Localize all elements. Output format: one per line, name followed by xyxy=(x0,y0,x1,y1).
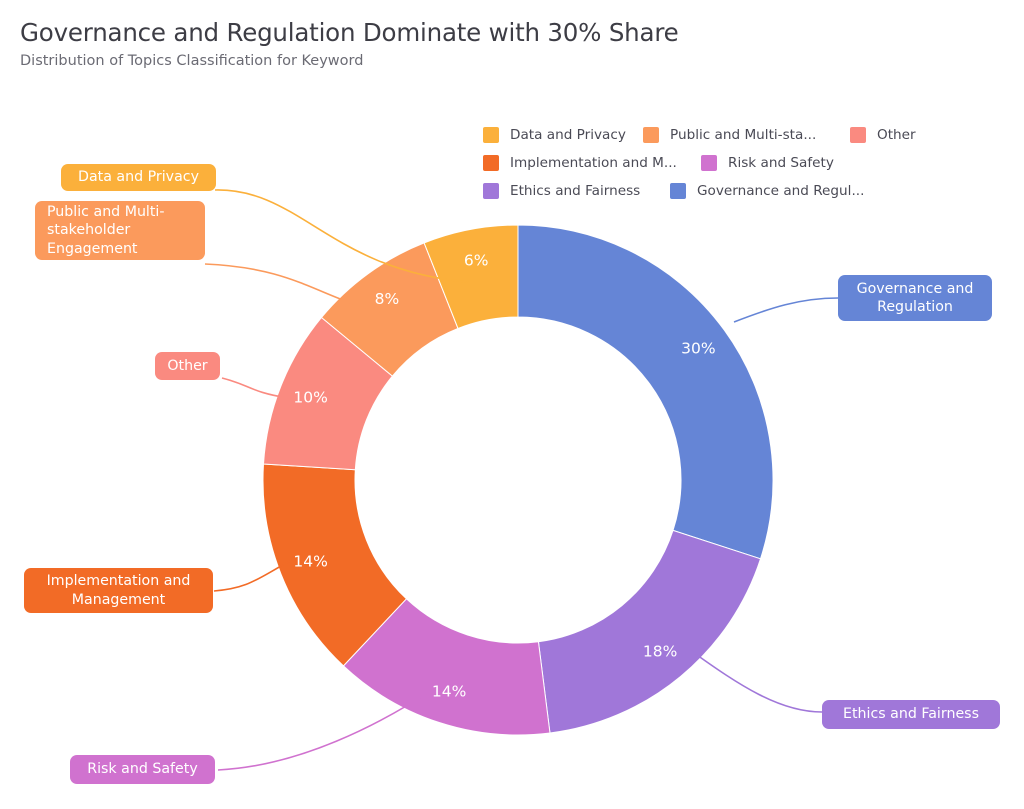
legend-item-label: Public and Multi-sta... xyxy=(670,127,817,143)
chart-subtitle: Distribution of Topics Classification fo… xyxy=(20,53,364,69)
legend-item-risk-and-safety[interactable]: Risk and Safety xyxy=(701,149,834,177)
callout-ethics-and-fairness[interactable]: Ethics and Fairness xyxy=(822,700,1000,729)
legend-item-label: Ethics and Fairness xyxy=(510,183,641,199)
slice-value-label: 14% xyxy=(293,553,327,571)
donut-slice[interactable] xyxy=(262,463,408,667)
legend-swatch-icon xyxy=(483,127,499,143)
donut-slice[interactable] xyxy=(262,316,394,471)
callout-label: Data and Privacy xyxy=(78,169,199,186)
donut-slice[interactable] xyxy=(342,598,551,736)
callout-governance-and-regulation[interactable]: Governance and Regulation xyxy=(838,275,992,321)
legend-swatch-icon xyxy=(483,183,499,199)
slice-value-label: 8% xyxy=(375,290,400,308)
legend-item-data-and-privacy[interactable]: Data and Privacy xyxy=(483,121,643,149)
leader-line-ethics-and-fairness xyxy=(689,649,823,713)
leader-line-governance-and-regulation xyxy=(733,297,839,323)
callout-implementation-and-management[interactable]: Implementation and Management xyxy=(24,568,213,613)
legend-swatch-icon xyxy=(850,127,866,143)
legend-item-ethics-and-fairness[interactable]: Ethics and Fairness xyxy=(483,177,670,205)
slice-value-label: 10% xyxy=(293,388,327,406)
donut-slice-values: 30% 18% 14% 14% 10% 8% 6% xyxy=(293,251,715,700)
chart-header: Governance and Regulation Dominate with … xyxy=(20,18,920,71)
legend-swatch-icon xyxy=(701,155,717,171)
leader-line-implementation-and-management xyxy=(213,559,293,592)
leader-line-data-and-privacy xyxy=(214,189,469,283)
legend-item-implementation-and-management[interactable]: Implementation and M... xyxy=(483,149,701,177)
slice-value-label: 18% xyxy=(643,642,677,660)
chart-title: Governance and Regulation Dominate with … xyxy=(20,18,679,47)
donut-slice[interactable] xyxy=(423,224,519,330)
legend-swatch-icon xyxy=(483,155,499,171)
legend-item-label: Risk and Safety xyxy=(728,155,834,171)
callout-data-and-privacy[interactable]: Data and Privacy xyxy=(61,164,216,191)
legend-item-label: Implementation and M... xyxy=(510,155,677,171)
legend-item-other[interactable]: Other xyxy=(850,121,916,149)
callout-label: Governance and Regulation xyxy=(856,280,974,316)
legend-row: Ethics and Fairness Governance and Regul… xyxy=(483,177,953,205)
slice-value-label: 14% xyxy=(432,683,466,701)
legend-row: Data and Privacy Public and Multi-sta...… xyxy=(483,121,953,149)
callout-label: Public and Multi-stakeholder Engagement xyxy=(47,203,165,257)
legend-item-label: Data and Privacy xyxy=(510,127,626,143)
legend-item-public-and-multi-stakeholder[interactable]: Public and Multi-sta... xyxy=(643,121,850,149)
leader-lines xyxy=(204,189,839,771)
legend-item-label: Other xyxy=(877,127,916,143)
donut-slices xyxy=(262,224,774,736)
leader-line-public-and-multi-stakeholder xyxy=(204,263,391,315)
legend-swatch-icon xyxy=(643,127,659,143)
legend-row: Implementation and M... Risk and Safety xyxy=(483,149,953,177)
slice-value-label: 30% xyxy=(681,339,715,357)
donut-slice[interactable] xyxy=(517,224,774,560)
legend-item-label: Governance and Regul... xyxy=(697,183,865,199)
legend-item-governance-and-regulation[interactable]: Governance and Regul... xyxy=(670,177,864,205)
donut-slice[interactable] xyxy=(320,242,459,377)
callout-risk-and-safety[interactable]: Risk and Safety xyxy=(70,755,215,784)
legend-swatch-icon xyxy=(670,183,686,199)
chart-legend: Data and Privacy Public and Multi-sta...… xyxy=(483,121,953,205)
donut-slice[interactable] xyxy=(537,529,762,734)
leader-line-risk-and-safety xyxy=(217,689,433,771)
slice-value-label: 6% xyxy=(464,251,489,269)
callout-label: Risk and Safety xyxy=(87,761,198,778)
leader-line-other xyxy=(221,377,289,399)
callout-label: Other xyxy=(167,357,208,374)
callout-other[interactable]: Other xyxy=(155,352,220,380)
callout-label: Implementation and Management xyxy=(46,573,191,608)
callout-public-and-multi-stakeholder-engagement[interactable]: Public and Multi-stakeholder Engagement xyxy=(35,201,205,260)
callout-label: Ethics and Fairness xyxy=(843,706,979,723)
